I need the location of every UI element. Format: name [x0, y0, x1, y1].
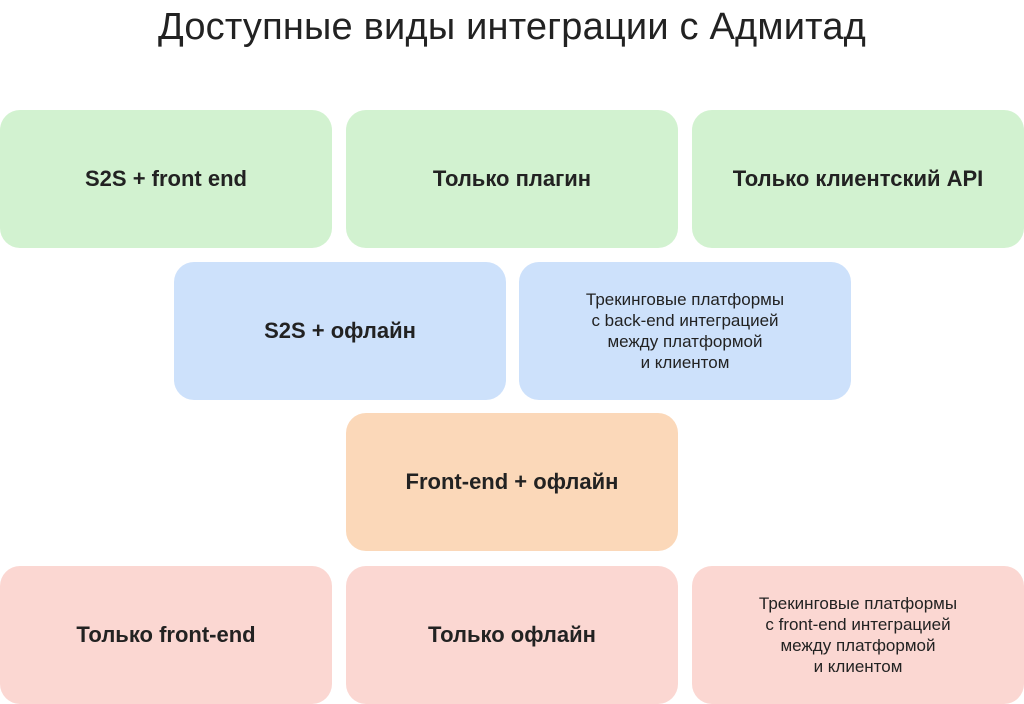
card-front-end-offline: Front-end + офлайн: [346, 413, 678, 551]
card-label: S2S + офлайн: [264, 318, 416, 343]
card-s2s-front-end: S2S + front end: [0, 110, 332, 248]
card-tracking-platforms-front-end: Трекинговые платформы с front-end интегр…: [692, 566, 1024, 704]
page-title: Доступные виды интеграции с Адмитад: [157, 6, 867, 48]
card-plugin-only: Только плагин: [346, 110, 678, 248]
card-label: Только офлайн: [428, 622, 596, 647]
card-s2s-offline: S2S + офлайн: [174, 262, 506, 400]
card-label: Трекинговые платформы с front-end интегр…: [758, 594, 958, 676]
card-label: Front-end + офлайн: [405, 469, 619, 494]
card-label: Только front-end: [76, 622, 256, 647]
card-front-end-only: Только front-end: [0, 566, 332, 704]
card-label: Трекинговые платформы с back-end интегра…: [585, 290, 785, 372]
card-label: Только клиентский API: [732, 166, 984, 191]
card-label: S2S + front end: [85, 166, 247, 191]
card-offline-only: Только офлайн: [346, 566, 678, 704]
card-tracking-platforms-back-end: Трекинговые платформы с back-end интегра…: [519, 262, 851, 400]
card-client-api-only: Только клиентский API: [692, 110, 1024, 248]
card-label: Только плагин: [432, 166, 592, 191]
